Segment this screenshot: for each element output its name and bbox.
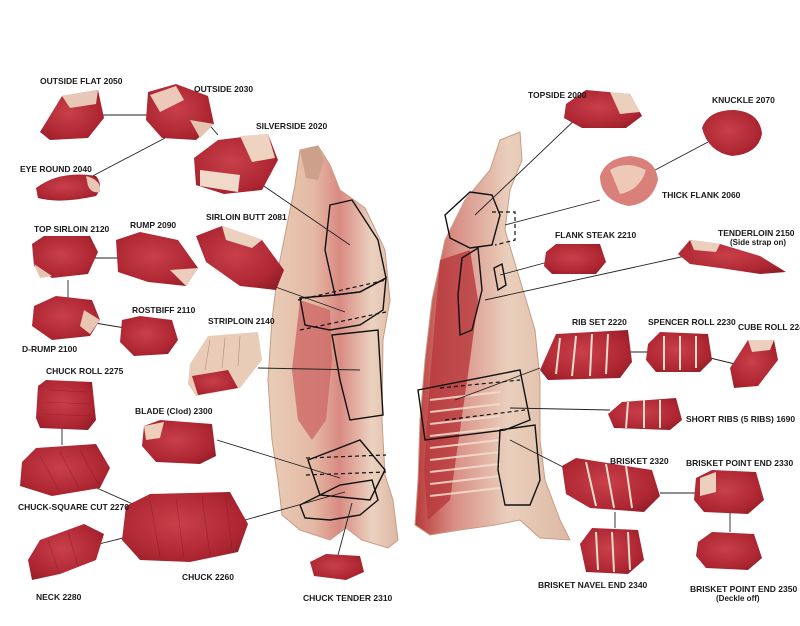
cut-brisket <box>562 458 660 512</box>
cut-outside <box>146 84 214 140</box>
cut-d-rump <box>32 296 100 340</box>
label-thick-flank: THICK FLANK 2060 <box>662 190 741 200</box>
cut-rib-set <box>540 330 632 380</box>
cut-knuckle <box>702 110 762 156</box>
label-rump: RUMP 2090 <box>130 220 176 230</box>
right-region-flank <box>457 246 483 337</box>
label-brisket-navel-end: BRISKET NAVEL END 2340 <box>538 580 648 590</box>
left-region-blade <box>307 439 386 501</box>
cut-flank-steak <box>544 244 606 274</box>
right-region-knuckle <box>492 211 516 246</box>
left-region-dashed-lower <box>305 454 387 476</box>
label-chuck-square: CHUCK-SQUARE CUT 2270 <box>18 502 129 512</box>
cut-striploin <box>188 332 262 396</box>
label-chuck: CHUCK 2260 <box>182 572 234 582</box>
label-brisket-point-end-deckle: BRISKET POINT END 2350 <box>690 584 797 594</box>
label-brisket: BRISKET 2320 <box>610 456 669 466</box>
right-region-ribs-dashed <box>439 379 526 421</box>
label-rostbiff: ROSTBIFF 2110 <box>132 305 196 315</box>
cut-eye-round <box>36 174 101 201</box>
right-region-topside <box>444 191 501 249</box>
right-region-brisket <box>497 424 541 506</box>
label-top-sirloin: TOP SIRLOIN 2120 <box>34 224 110 234</box>
cut-thick-flank <box>600 156 658 206</box>
left-region-rump <box>299 276 387 331</box>
cut-brisket-point-end-deckle <box>696 532 762 570</box>
cut-blade <box>142 420 216 464</box>
label-sirloin-butt: SIRLOIN BUTT 2081 <box>206 212 287 222</box>
label-knuckle: KNUCKLE 2070 <box>712 95 775 105</box>
label-chuck-roll: CHUCK ROLL 2275 <box>46 366 124 376</box>
cut-rump <box>116 232 198 286</box>
cut-chuck <box>122 492 248 562</box>
label-cube-roll: CUBE ROLL 2240 <box>738 322 800 332</box>
label-d-rump: D-RUMP 2100 <box>22 344 77 354</box>
label-rib-set: RIB SET 2220 <box>572 317 627 327</box>
label-brisket-point-end: BRISKET POINT END 2330 <box>686 458 793 468</box>
label-outside-flat: OUTSIDE FLAT 2050 <box>40 76 123 86</box>
right-carcass <box>414 131 571 541</box>
cut-top-sirloin <box>32 236 98 278</box>
right-region-ribs <box>417 369 531 441</box>
cut-cube-roll <box>730 340 778 388</box>
left-carcass <box>267 145 399 549</box>
cut-topside <box>564 90 642 128</box>
right-region-tenderloin <box>493 262 507 292</box>
label-eye-round: EYE ROUND 2040 <box>20 164 92 174</box>
cut-tenderloin <box>678 240 786 274</box>
cut-short-ribs <box>608 398 682 430</box>
left-region-striploin <box>331 329 384 421</box>
right-carcass-inner-red <box>424 250 478 520</box>
left-carcass-shin <box>300 146 324 180</box>
cut-brisket-point-end <box>694 470 764 514</box>
label-outside: OUTSIDE 2030 <box>194 84 253 94</box>
label-spencer-roll: SPENCER ROLL 2230 <box>648 317 736 327</box>
cut-chuck-roll <box>36 380 96 430</box>
cut-spencer-roll <box>646 332 712 372</box>
cut-rostbiff <box>120 316 178 356</box>
cut-neck <box>28 524 104 580</box>
right-carcass-ribs <box>429 391 501 497</box>
cut-outside-flat <box>40 90 104 140</box>
label-chuck-tender: CHUCK TENDER 2310 <box>303 593 393 603</box>
cut-brisket-navel-end <box>580 528 644 574</box>
cut-chuck-tender <box>310 554 364 580</box>
left-region-dashed-upper <box>297 279 387 331</box>
label-flank-steak: FLANK STEAK 2210 <box>555 230 637 240</box>
label-tenderloin-sub: (Side strap on) <box>730 238 786 247</box>
label-tenderloin: TENDERLOIN 2150 <box>718 228 795 238</box>
label-blade: BLADE (Clod) 2300 <box>135 406 213 416</box>
label-topside: TOPSIDE 2000 <box>528 90 587 100</box>
cut-silverside <box>194 134 278 194</box>
label-deckle-sub: (Deckle off) <box>716 594 760 603</box>
left-carcass-lean <box>292 300 332 440</box>
cut-sirloin-butt <box>196 226 284 290</box>
cut-chuck-square <box>20 444 110 496</box>
label-silverside: SILVERSIDE 2020 <box>256 121 327 131</box>
left-region-chuck-tender <box>299 479 379 521</box>
labels: OUTSIDE FLAT 2050 OUTSIDE 2030 SILVERSID… <box>18 76 800 603</box>
label-striploin: STRIPLOIN 2140 <box>208 316 275 326</box>
label-short-ribs: SHORT RIBS (5 RIBS) 1690 <box>686 414 795 424</box>
label-neck: NECK 2280 <box>36 592 82 602</box>
